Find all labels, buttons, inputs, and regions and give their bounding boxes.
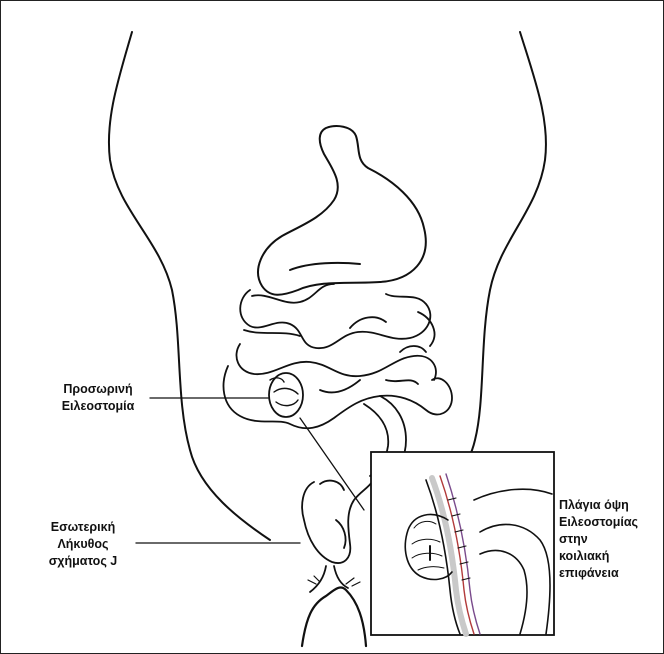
label-line: Εσωτερική	[30, 519, 136, 536]
stomach-outline	[258, 126, 426, 295]
pelvis-outline	[302, 588, 366, 646]
label-line: στην	[559, 531, 663, 548]
label-side-view-ileostomy: Πλάγια όψη Ειλεοστομίας στην κοιλιακή επ…	[559, 497, 663, 582]
label-line: Λήκυθος	[30, 536, 136, 553]
label-line: σχήματος J	[30, 553, 136, 570]
label-line: Προσωρινή	[47, 381, 149, 398]
label-line: Πλάγια όψη	[559, 497, 663, 514]
label-line: κοιλιακή	[559, 548, 663, 565]
stoma	[269, 373, 303, 417]
label-line: επιφάνεια	[559, 565, 663, 582]
j-pouch	[302, 481, 372, 592]
torso-right-outline	[430, 32, 546, 495]
label-temporary-ileostomy: Προσωρινή Ειλεοστομία	[47, 381, 149, 415]
inset-side-view	[371, 452, 554, 635]
label-line: Ειλεοστομίας	[559, 514, 663, 531]
torso-left-outline	[109, 32, 270, 540]
small-intestine	[224, 284, 452, 428]
label-line: Ειλεοστομία	[47, 398, 149, 415]
label-internal-j-pouch: Εσωτερική Λήκυθος σχήματος J	[30, 519, 136, 570]
